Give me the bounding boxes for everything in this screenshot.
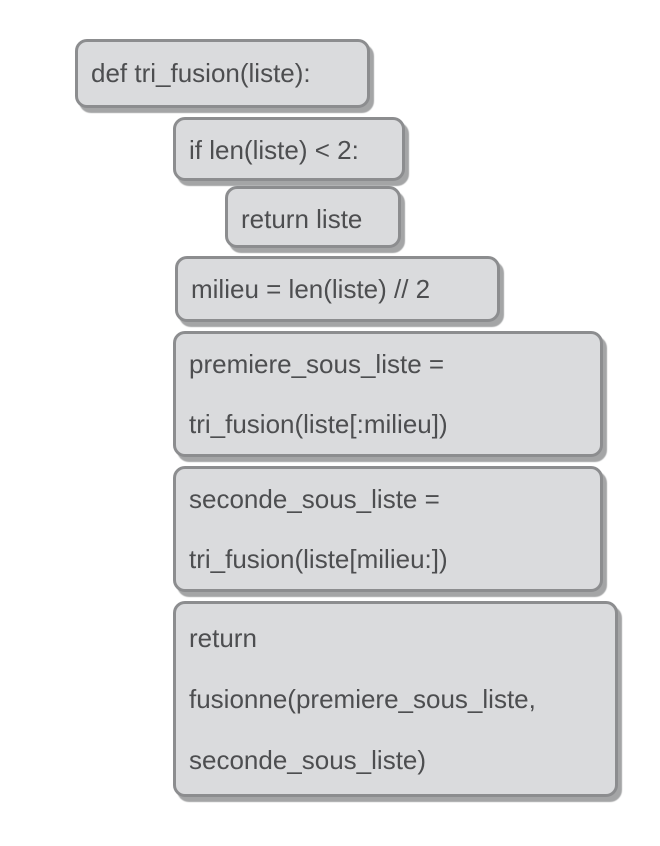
- code-line: tri_fusion(liste[milieu:]): [189, 544, 448, 574]
- code-line: return: [189, 622, 257, 653]
- code-block-return-fusionne[interactable]: return fusionne(premiere_sous_liste, sec…: [173, 601, 618, 797]
- code-block-premiere-sous-liste-assign[interactable]: premiere_sous_liste = tri_fusion(liste[:…: [173, 331, 603, 457]
- code-block-def-tri-fusion[interactable]: def tri_fusion(liste):: [75, 39, 370, 108]
- code-line: premiere_sous_liste =: [189, 349, 445, 379]
- code-line: tri_fusion(liste[:milieu]): [189, 409, 448, 439]
- code-line: def tri_fusion(liste):: [91, 58, 311, 88]
- code-block-seconde-sous-liste-assign[interactable]: seconde_sous_liste = tri_fusion(liste[mi…: [173, 466, 603, 592]
- code-line: return liste: [241, 204, 363, 234]
- code-block-return-liste[interactable]: return liste: [225, 186, 401, 248]
- code-line: seconde_sous_liste): [189, 744, 427, 775]
- code-line: milieu = len(liste) // 2: [191, 274, 431, 304]
- code-line: if len(liste) < 2:: [189, 135, 359, 165]
- code-block-if-len-liste[interactable]: if len(liste) < 2:: [173, 117, 405, 181]
- code-line: seconde_sous_liste =: [189, 484, 440, 514]
- code-block-milieu-assign[interactable]: milieu = len(liste) // 2: [175, 256, 500, 322]
- code-line: fusionne(premiere_sous_liste,: [189, 683, 536, 714]
